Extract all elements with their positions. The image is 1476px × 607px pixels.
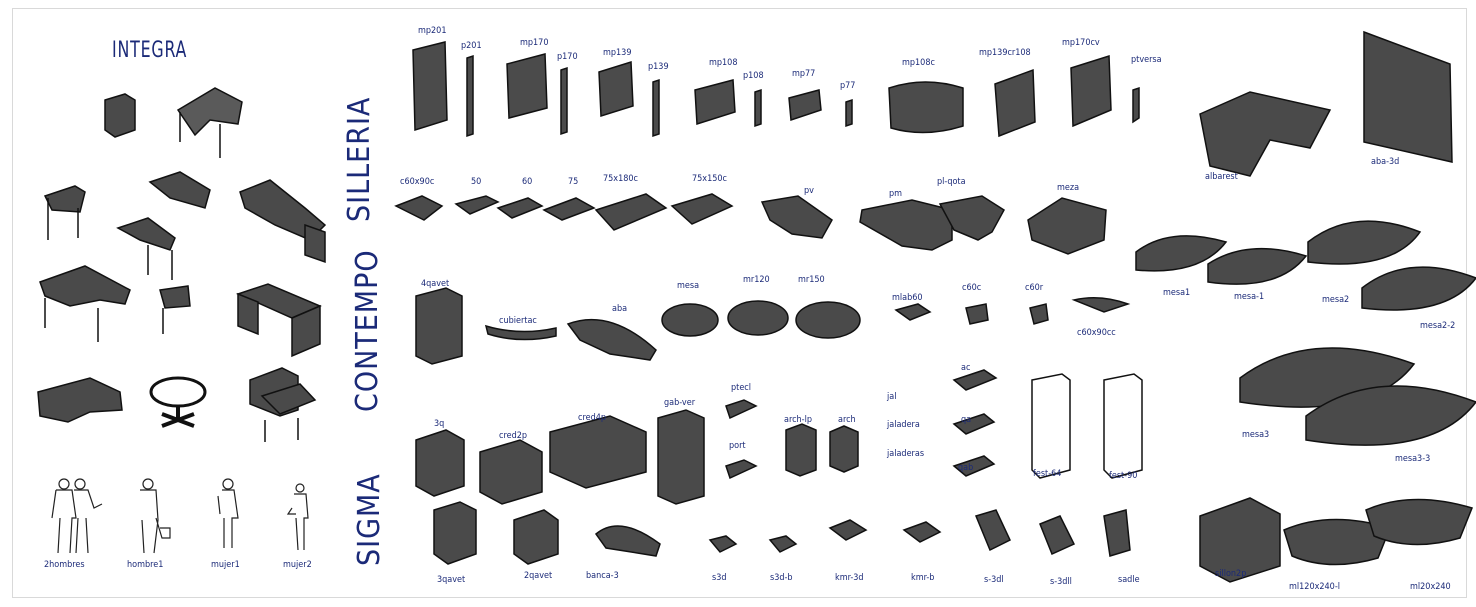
label-mujer2: mujer2 [283, 560, 312, 570]
section-title-integra: INTEGRA [112, 38, 188, 63]
people-figures-group [51, 478, 309, 554]
label-aba: aba [612, 304, 628, 314]
label-75: 75 [568, 177, 579, 187]
label-ptversa: ptversa [1131, 55, 1162, 65]
label-ml120x240-l: ml120x240-l [1289, 582, 1341, 592]
label-mp139: mp139 [603, 48, 632, 58]
label-3q: 3q [434, 419, 445, 429]
label-cubiertac: cubiertac [499, 316, 537, 326]
label-port: port [729, 441, 746, 451]
label-pl-qota: pl-qota [937, 177, 966, 187]
label-meza: meza [1057, 183, 1080, 193]
section-title-contempo: CONTEMPO [350, 249, 385, 412]
label-arch: arch [838, 415, 856, 425]
label-sadle: sadle [1118, 575, 1140, 585]
sigma-group [415, 369, 1143, 565]
section-title-sigma: SIGMA [352, 473, 387, 566]
label-60: 60 [522, 177, 533, 187]
label-fest-64: fest-64 [1033, 469, 1062, 479]
label-c60x90c: c60x90c [400, 177, 435, 187]
label-cred4p: cred4p [578, 413, 606, 423]
label-jaladeras: jaladeras [887, 449, 925, 459]
label-mp170cv: mp170cv [1062, 38, 1100, 48]
label-kmr-3d: kmr-3d [835, 573, 864, 583]
label-c60r: c60r [1025, 283, 1044, 293]
label-mesa-1: mesa-1 [1234, 292, 1265, 302]
integra-furniture-group [37, 87, 327, 442]
label-75x150c: 75x150c [692, 174, 727, 184]
sheet-frame [12, 8, 1467, 598]
label-fest-90: fest-90 [1109, 471, 1138, 481]
label-p170: p170 [557, 52, 578, 62]
label-mesa3-3: mesa3-3 [1395, 454, 1431, 464]
label-3qavet: 3qavet [437, 575, 466, 585]
label-s-3dl: s-3dl [984, 575, 1004, 585]
label-2qavet: 2qavet [524, 571, 553, 581]
label-ac: ac [961, 363, 971, 373]
label-mr150: mr150 [798, 275, 825, 285]
label-aba3d: aba-3d [1371, 157, 1400, 167]
contempo-group [415, 287, 1131, 365]
label-albarest: albarest [1205, 172, 1238, 182]
label-s3d: s3d [712, 573, 727, 583]
panels-group [412, 41, 1140, 138]
label-hombre1: hombre1 [127, 560, 164, 570]
label-qa: qa [961, 415, 972, 425]
silleria-tops-group [394, 193, 1107, 255]
label-jaladera: jaladera [887, 420, 920, 430]
label-pv: pv [804, 186, 814, 196]
large-tables-group [1135, 30, 1476, 583]
label-p108: p108 [743, 71, 764, 81]
label-cred2p: cred2p [499, 431, 527, 441]
label-75x180c: 75x180c [603, 174, 638, 184]
label-mp77: mp77 [792, 69, 816, 79]
label-s3d-b: s3d-b [770, 573, 793, 583]
label-mesa2: mesa2 [1322, 295, 1350, 305]
section-title-silleria: SILLERIA [342, 96, 377, 222]
label-c60x90cc: c60x90cc [1077, 328, 1116, 338]
label-arch-lp: arch-lp [784, 415, 812, 425]
label-c60c: c60c [962, 283, 982, 293]
label-mp108c: mp108c [902, 58, 935, 68]
label-banca-3: banca-3 [586, 571, 619, 581]
label-50: 50 [471, 177, 482, 187]
label-4qavet: 4qavet [421, 279, 450, 289]
label-s-3dll: s-3dll [1050, 577, 1072, 587]
label-mesa: mesa [677, 281, 700, 291]
label-mlab60: mlab60 [892, 293, 923, 303]
label-gab-ver: gab-ver [664, 398, 696, 408]
label-mesa2-2: mesa2-2 [1420, 321, 1456, 331]
label-ml20x240: ml20x240 [1410, 582, 1451, 592]
label-mp170: mp170 [520, 38, 549, 48]
label-qab: qab [958, 463, 974, 473]
label-mesa1: mesa1 [1163, 288, 1191, 298]
label-mr120: mr120 [743, 275, 770, 285]
label-mujer1: mujer1 [211, 560, 240, 570]
label-mesa3: mesa3 [1242, 430, 1270, 440]
label-p201: p201 [461, 41, 482, 51]
label-mp139cr108: mp139cr108 [979, 48, 1031, 58]
label-mp201: mp201 [418, 26, 447, 36]
label-2hombres: 2hombres [44, 560, 85, 570]
label-mp108: mp108 [709, 58, 738, 68]
label-kmr-b: kmr-b [911, 573, 935, 583]
label-sillon2p: sillon2p [1215, 569, 1247, 579]
label-p139: p139 [648, 62, 669, 72]
label-jal: jal [887, 392, 897, 402]
label-pm: pm [889, 189, 903, 199]
label-p77: p77 [840, 81, 856, 91]
label-ptecl: ptecl [731, 383, 751, 393]
